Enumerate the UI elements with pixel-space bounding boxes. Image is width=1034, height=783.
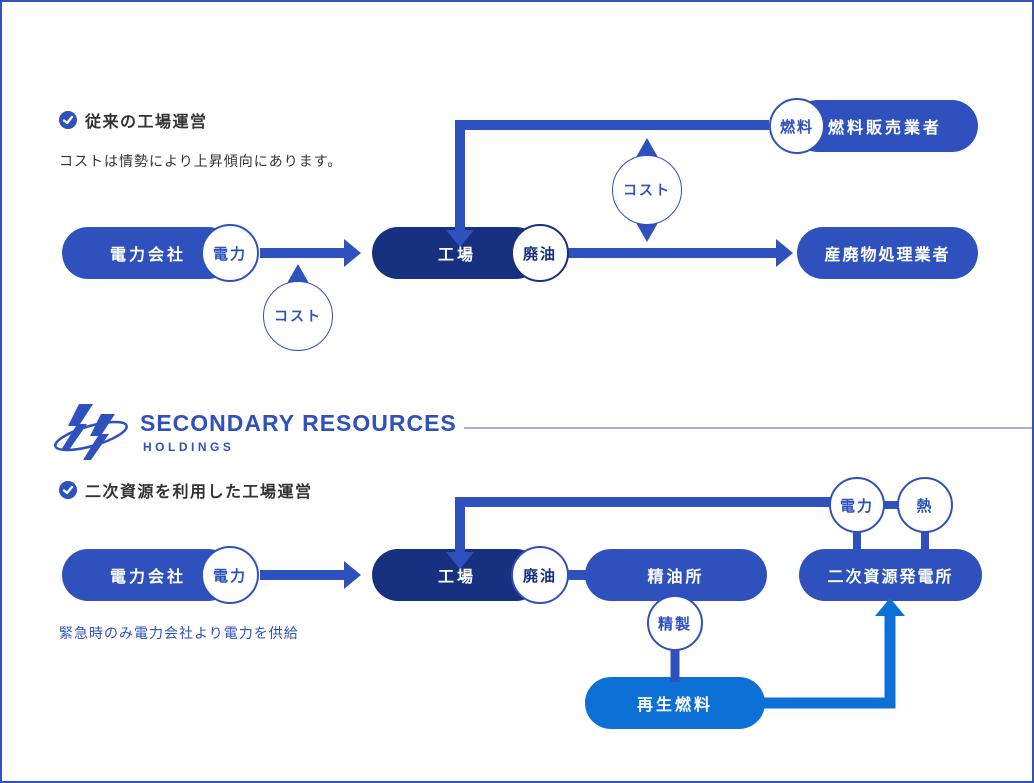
badge-plant-power: 電力 [829, 477, 885, 533]
badge-fuel: 燃料 [769, 98, 825, 154]
node-secondary-resource-plant: 二次資源発電所 [799, 549, 982, 601]
bottom-section-header: 二次資源を利用した工場運営 [59, 478, 313, 502]
check-icon [59, 111, 77, 129]
node-waste-processor: 産廃物処理業者 [797, 227, 978, 279]
logo-name: SECONDARY RESOURCES [140, 410, 457, 436]
badge-waste-oil-top: 廃油 [511, 224, 569, 282]
check-icon [59, 481, 77, 499]
top-section-title: 従来の工場運営 [85, 114, 208, 131]
bottom-section-title: 二次資源を利用した工場運営 [85, 484, 313, 501]
arrow-power-to-factory-bottom [260, 561, 361, 589]
cost-bubble-1: コスト [263, 281, 333, 351]
arrow-power-to-factory-top [260, 239, 361, 267]
company-logo: SECONDARY RESOURCES HOLDINGS [52, 400, 457, 464]
badge-waste-oil-bottom: 廃油 [511, 546, 569, 604]
badge-power-top: 電力 [201, 224, 259, 282]
top-section-header: 従来の工場運営 [59, 108, 208, 132]
node-recycled-fuel: 再生燃料 [585, 677, 765, 729]
arrow-recycledfuel-to-plant [760, 598, 905, 709]
badge-power-bottom: 電力 [201, 546, 259, 604]
secondary-resources-logo-icon [54, 404, 128, 460]
cost-bubble-2: コスト [612, 155, 682, 225]
logo-text: SECONDARY RESOURCES HOLDINGS [140, 410, 457, 454]
node-refinery: 精油所 [585, 549, 767, 601]
emergency-power-note: 緊急時のみ電力会社より電力を供給 [59, 625, 299, 641]
logo-subname: HOLDINGS [143, 440, 235, 454]
badge-plant-heat: 熱 [897, 477, 953, 533]
badge-refine: 精製 [647, 595, 703, 651]
arrow-wasteoil-to-processor [568, 239, 793, 267]
top-section-subtitle: コストは情勢により上昇傾向にあります。 [59, 153, 343, 169]
